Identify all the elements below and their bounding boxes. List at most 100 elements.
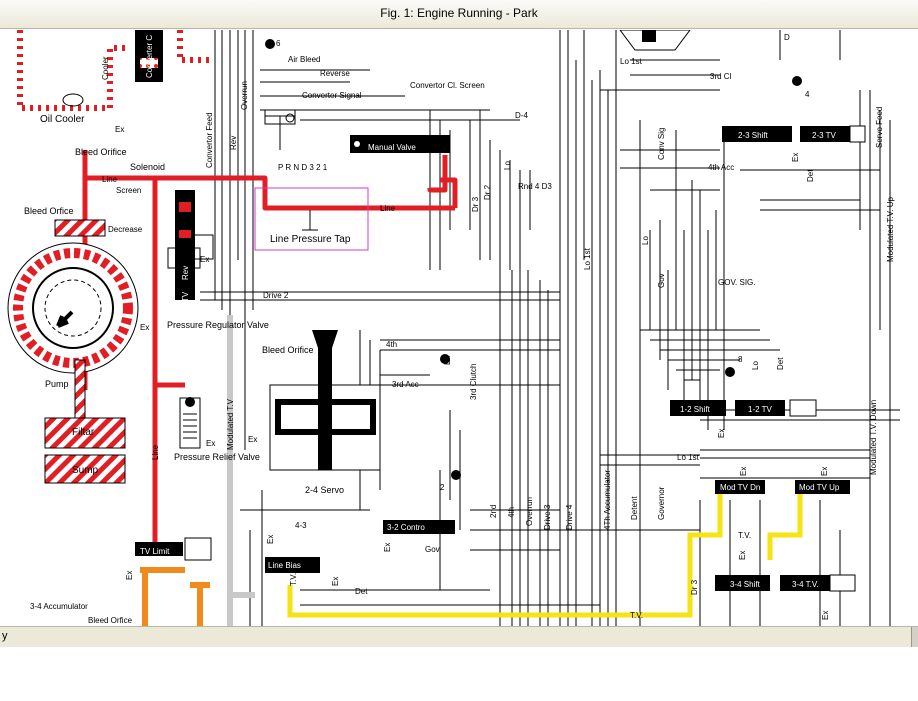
status-text: y [2,630,8,642]
label-4th-accumulator: 4Th Accumulator [603,470,612,530]
pump [7,219,139,421]
label-dr3-bottom: Dr 3 [690,579,699,595]
label-mod-tv-up-vert: Modulated T.V. Up [886,197,895,262]
label-converter-cl-screen: Convertor Cl. Screen [410,81,485,90]
label-bleed-orifice-2: Bleed Orfice [24,206,74,216]
label-lo-right: Lo [751,361,760,370]
label-ex-relief: Ex [206,439,215,448]
label-fourth: 4th [386,340,397,349]
label-ex-regulator: Ex [200,255,209,264]
label-fourth-acc: 4th Acc [708,163,734,172]
label-solenoid: Solenoid [130,162,165,172]
label-overrun: Overrun [240,81,249,110]
label-tv-2-3: 2-3 TV [812,131,837,140]
label-4th-vert: 4th [507,507,516,518]
label-bleed-orifice-3: Bleed Orifice [262,345,314,355]
label-ex-linebias-b: Ex [331,577,340,586]
label-n2: 2 [440,483,445,492]
label-conv-sig: Conv Sig [657,128,666,160]
manual-valve [264,109,450,153]
pressure-relief-valve [179,397,201,449]
label-mod-tv-up: Mod TV Up [799,483,840,492]
mod-tv-up-valve [795,480,850,494]
label-ex-modtvup: Ex [820,467,829,476]
label-filter: Filtar [72,427,95,438]
label-mod-tv-dn: Mod TV Dn [720,483,760,492]
label-lo-1st-top: Lo 1st [620,57,643,66]
label-det: Det [806,169,815,182]
window-title-bar: Fig. 1: Engine Running - Park [0,0,918,29]
label-shift-3-4: 3-4 Shift [730,580,761,589]
sump-element [44,454,126,484]
window-title: Fig. 1: Engine Running - Park [380,6,538,20]
label-prndl: P R N D 3 2 1 [278,163,328,172]
spring-3-4 [829,574,856,592]
tv-1-2-valve [735,400,785,416]
hydraulic-diagram-canvas: Oil Cooler Cooler Converter C Air Bleed … [0,30,918,626]
label-drive3: Drive 3 [543,504,552,530]
label-d4: D-4 [515,111,528,120]
check-balls [265,39,802,480]
label-ex-23: Ex [791,153,800,162]
shift-1-2-valve [670,400,726,416]
servo-2-4 [269,330,381,471]
label-lo: Lo [503,161,512,170]
oil-cooler-circuit [17,30,210,111]
label-dr2: Dr 2 [483,184,492,200]
accumulator-passage [140,567,210,626]
tv-limit-valve [135,542,183,556]
label-line-bias: Line Bias [268,561,301,570]
label-n4: 4 [805,90,810,99]
label-overrun-bottom: Overrun [525,497,534,526]
line-pressure-tap-box[interactable] [254,187,369,251]
label-tv-3-4: 3-4 T.V. [792,580,819,589]
resize-grip-icon[interactable] [911,627,918,647]
shift-2-3-valve [722,126,792,142]
label-modulated-tv: Modulated T.V [226,398,235,450]
label-ex-32: Ex [383,543,392,552]
tv-2-3-valve [800,126,850,142]
label-line-manual: Line [380,204,396,213]
label-2nd: 2nd [489,505,498,518]
label-detent: Detent [630,496,639,520]
label-mod-tv-down-vert: Modulated T.V. Down [869,400,878,475]
label-shift-1-2: 1-2 Shift [680,405,711,414]
label-n6: 6 [276,39,281,48]
tv-pressure-passages [287,490,803,618]
label-manual-valve: Manual Valve [368,143,416,152]
label-screen: Screen [116,186,141,195]
label-tv-right: T.V. [738,531,751,540]
label-line-top: Line [102,175,118,184]
label-gov: Gov [657,273,666,288]
spring-2-3 [849,125,866,143]
label-ex-34: Ex [738,551,747,560]
label-pressure-relief-valve: Pressure Relief Valve [174,452,260,462]
label-oil-cooler: Oil Cooler [40,114,85,125]
label-pressure-regulator-valve: Pressure Regulator Valve [167,320,269,330]
label-contro-3-2: 3-2 Contro [387,523,425,532]
label-pump: Pump [45,379,69,389]
modulated-tv-passage [227,315,255,626]
label-converter-signal: Converter Signal [302,91,362,100]
label-n43: 4-3 [295,521,307,530]
label-line-pressure-tap: Line Pressure Tap [270,234,351,245]
label-ex-12: Ex [717,429,726,438]
label-ex-34b: Ex [821,611,830,620]
tv-limit-spring [184,537,212,561]
tv-3-4-valve [780,575,830,591]
label-accumulator-3-4: 3-4 Accumulator [30,602,88,611]
label-dr3: Dr 3 [471,196,480,212]
shift-3-4-valve [715,575,770,591]
label-rev: Rev [229,136,238,150]
label-lo-1st-vert: Lo 1st [583,247,592,270]
label-reverse: Reverse [320,69,350,78]
label-rev-regulator: Rev [181,266,190,280]
label-sump: Sump [72,465,99,476]
label-servo-feed: Servo Feed [875,107,884,148]
pressure-regulator-valve [167,190,214,300]
control-3-2-valve [383,520,455,534]
label-third-clutch: 3rd Clutch [469,364,478,400]
label-gov-32: Gov [425,545,440,554]
label-decrease: Decrease [108,225,143,234]
label-third-cl: 3rd Cl [710,72,732,81]
